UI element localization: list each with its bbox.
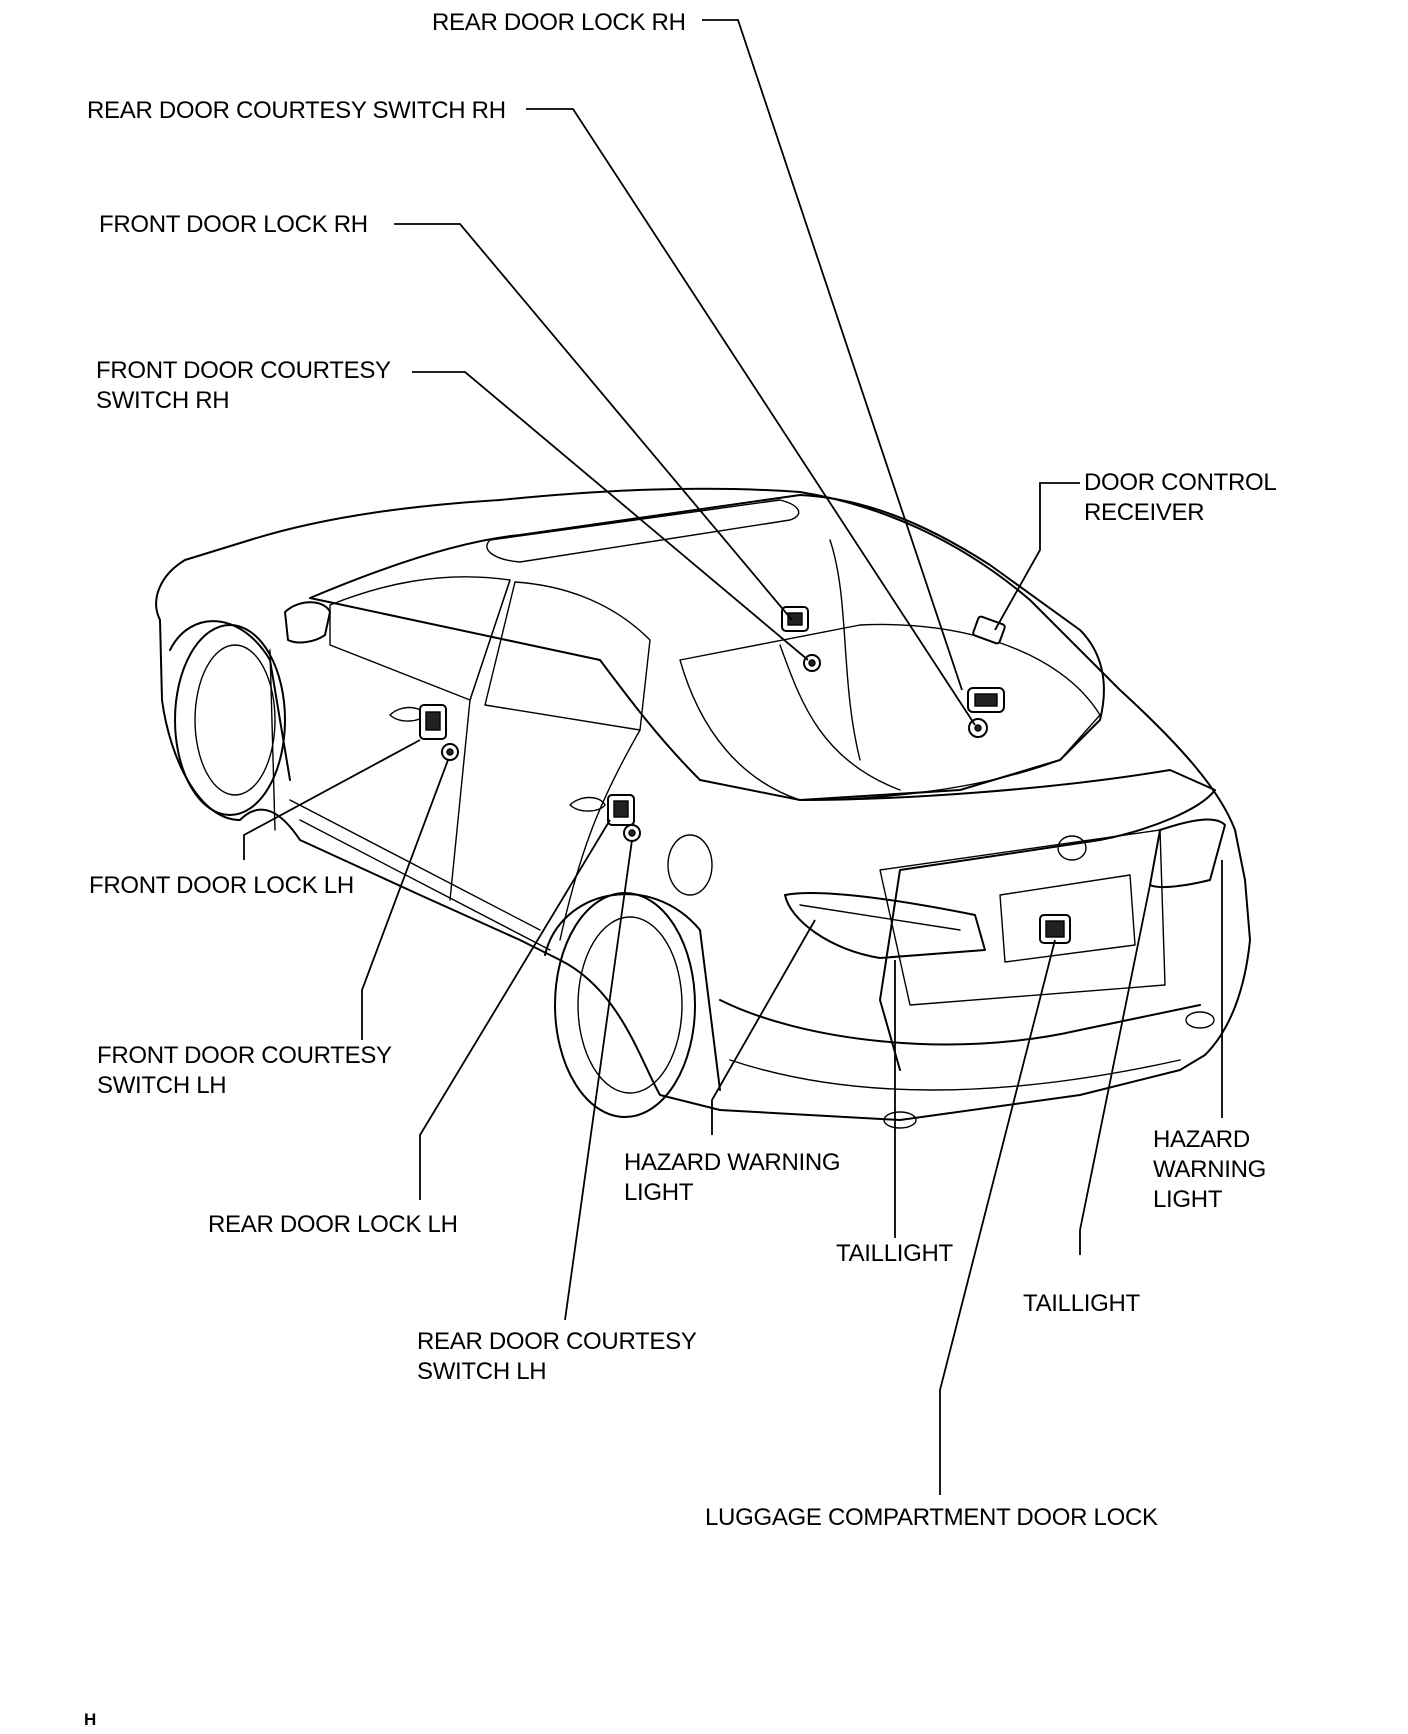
rear-door-courtesy-switch-rh-component [968, 718, 988, 738]
rear-wheel-tire [554, 892, 696, 1118]
leader-rear-door-lock-rh [702, 19, 963, 691]
leader-hazard-warning-light-left [711, 919, 816, 1135]
rear-bumper [719, 999, 1201, 1046]
rear-window [679, 623, 1101, 801]
sunroof [486, 499, 800, 563]
license-plate [999, 874, 1136, 963]
label-hazard-warning-light-right-line2: WARNING [1153, 1156, 1266, 1183]
leader-front-door-courtesy-switch-rh [412, 371, 809, 661]
leader-rear-door-lock-lh [419, 819, 611, 1200]
components [419, 606, 1071, 944]
left-tail-lamp [784, 891, 986, 959]
label-rear-door-courtesy-switch-rh: REAR DOOR COURTESY SWITCH RH [87, 97, 506, 124]
rear-door-handle [569, 796, 606, 812]
front-wheel-rim [194, 644, 276, 796]
fuel-door [667, 834, 713, 896]
c-pillar-line [829, 539, 861, 761]
rear-wheel-arch [544, 893, 721, 1091]
leader-taillight-right [1079, 884, 1151, 1255]
b-pillar [469, 579, 511, 701]
right-exhaust [1185, 1011, 1215, 1029]
car-illustration [155, 487, 1251, 1129]
rear-door-lock-lh-component [607, 794, 635, 826]
lower-bumper [729, 1059, 1181, 1091]
trunk-lid [799, 769, 1216, 1071]
label-taillight-right: TAILLIGHT [1023, 1290, 1141, 1317]
leader-rear-door-courtesy-switch-lh [564, 839, 633, 1321]
leader-luggage-compartment-door-lock [939, 939, 1056, 1495]
label-luggage-compartment-door-lock: LUGGAGE COMPARTMENT DOOR LOCK [705, 1504, 1158, 1531]
luggage-compartment-door-lock-component [1039, 914, 1071, 944]
label-rear-door-lock-lh: REAR DOOR LOCK LH [208, 1211, 458, 1238]
figure-code: H [84, 1710, 96, 1729]
rear-wheel-rim [577, 916, 683, 1094]
label-hazard-warning-light-left-line1: HAZARD WARNING [624, 1149, 840, 1176]
label-taillight-left: TAILLIGHT [836, 1240, 954, 1267]
label-front-door-courtesy-switch-lh-line1: FRONT DOOR COURTESY [97, 1042, 392, 1069]
label-rear-door-courtesy-switch-lh-line2: SWITCH LH [417, 1358, 546, 1385]
side-mirror [284, 601, 331, 644]
leader-door-control-receiver [994, 482, 1080, 631]
label-door-control-receiver-line1: DOOR CONTROL [1084, 469, 1276, 496]
label-hazard-warning-light-right-line3: LIGHT [1153, 1186, 1223, 1213]
trunk-edge [879, 829, 1166, 1006]
front-side-window [329, 576, 511, 701]
label-rear-door-lock-rh: REAR DOOR LOCK RH [432, 9, 686, 36]
leader-lines [243, 19, 1223, 1495]
label-rear-door-courtesy-switch-lh-line1: REAR DOOR COURTESY [417, 1328, 697, 1355]
front-wheel-arch [169, 620, 291, 781]
rear-emblem [1057, 835, 1087, 861]
roof-outline [309, 494, 1105, 801]
label-front-door-courtesy-switch-lh-line2: SWITCH LH [97, 1072, 226, 1099]
front-door-lock-rh-component [781, 606, 809, 632]
label-hazard-warning-light-right-line1: HAZARD [1153, 1126, 1250, 1153]
front-door-courtesy-switch-lh-component [441, 743, 459, 761]
left-tail-lamp-inner [799, 904, 961, 931]
car-body-outline [155, 487, 1251, 1121]
leader-front-door-lock-rh [394, 223, 793, 621]
leader-rear-door-courtesy-switch-rh [526, 108, 976, 726]
label-front-door-lock-rh: FRONT DOOR LOCK RH [99, 211, 368, 238]
front-door-seam [269, 649, 471, 901]
leader-front-door-lock-lh [243, 739, 421, 860]
rear-window-inner [779, 644, 901, 791]
front-door-courtesy-switch-rh-component [803, 654, 821, 672]
labels: REAR DOOR LOCK RH REAR DOOR COURTESY SWI… [84, 9, 1277, 1729]
label-door-control-receiver-line2: RECEIVER [1084, 499, 1204, 526]
rear-door-seam [559, 729, 641, 941]
label-front-door-lock-lh: FRONT DOOR LOCK LH [89, 872, 354, 899]
door-control-receiver-component [972, 615, 1006, 645]
label-front-door-courtesy-switch-rh-line2: SWITCH RH [96, 387, 229, 414]
rear-door-lock-rh-component [967, 687, 1005, 713]
right-tail-lamp [1149, 818, 1226, 889]
rear-door-courtesy-switch-lh-component [623, 824, 641, 842]
rocker-line [289, 799, 551, 951]
front-door-lock-lh-component [419, 704, 447, 740]
leader-front-door-courtesy-switch-lh [361, 759, 449, 1040]
front-wheel-tire [174, 624, 286, 816]
label-hazard-warning-light-left-line2: LIGHT [624, 1179, 694, 1206]
label-front-door-courtesy-switch-rh-line1: FRONT DOOR COURTESY [96, 357, 391, 384]
rear-side-window [484, 581, 651, 731]
left-exhaust [883, 1111, 917, 1129]
